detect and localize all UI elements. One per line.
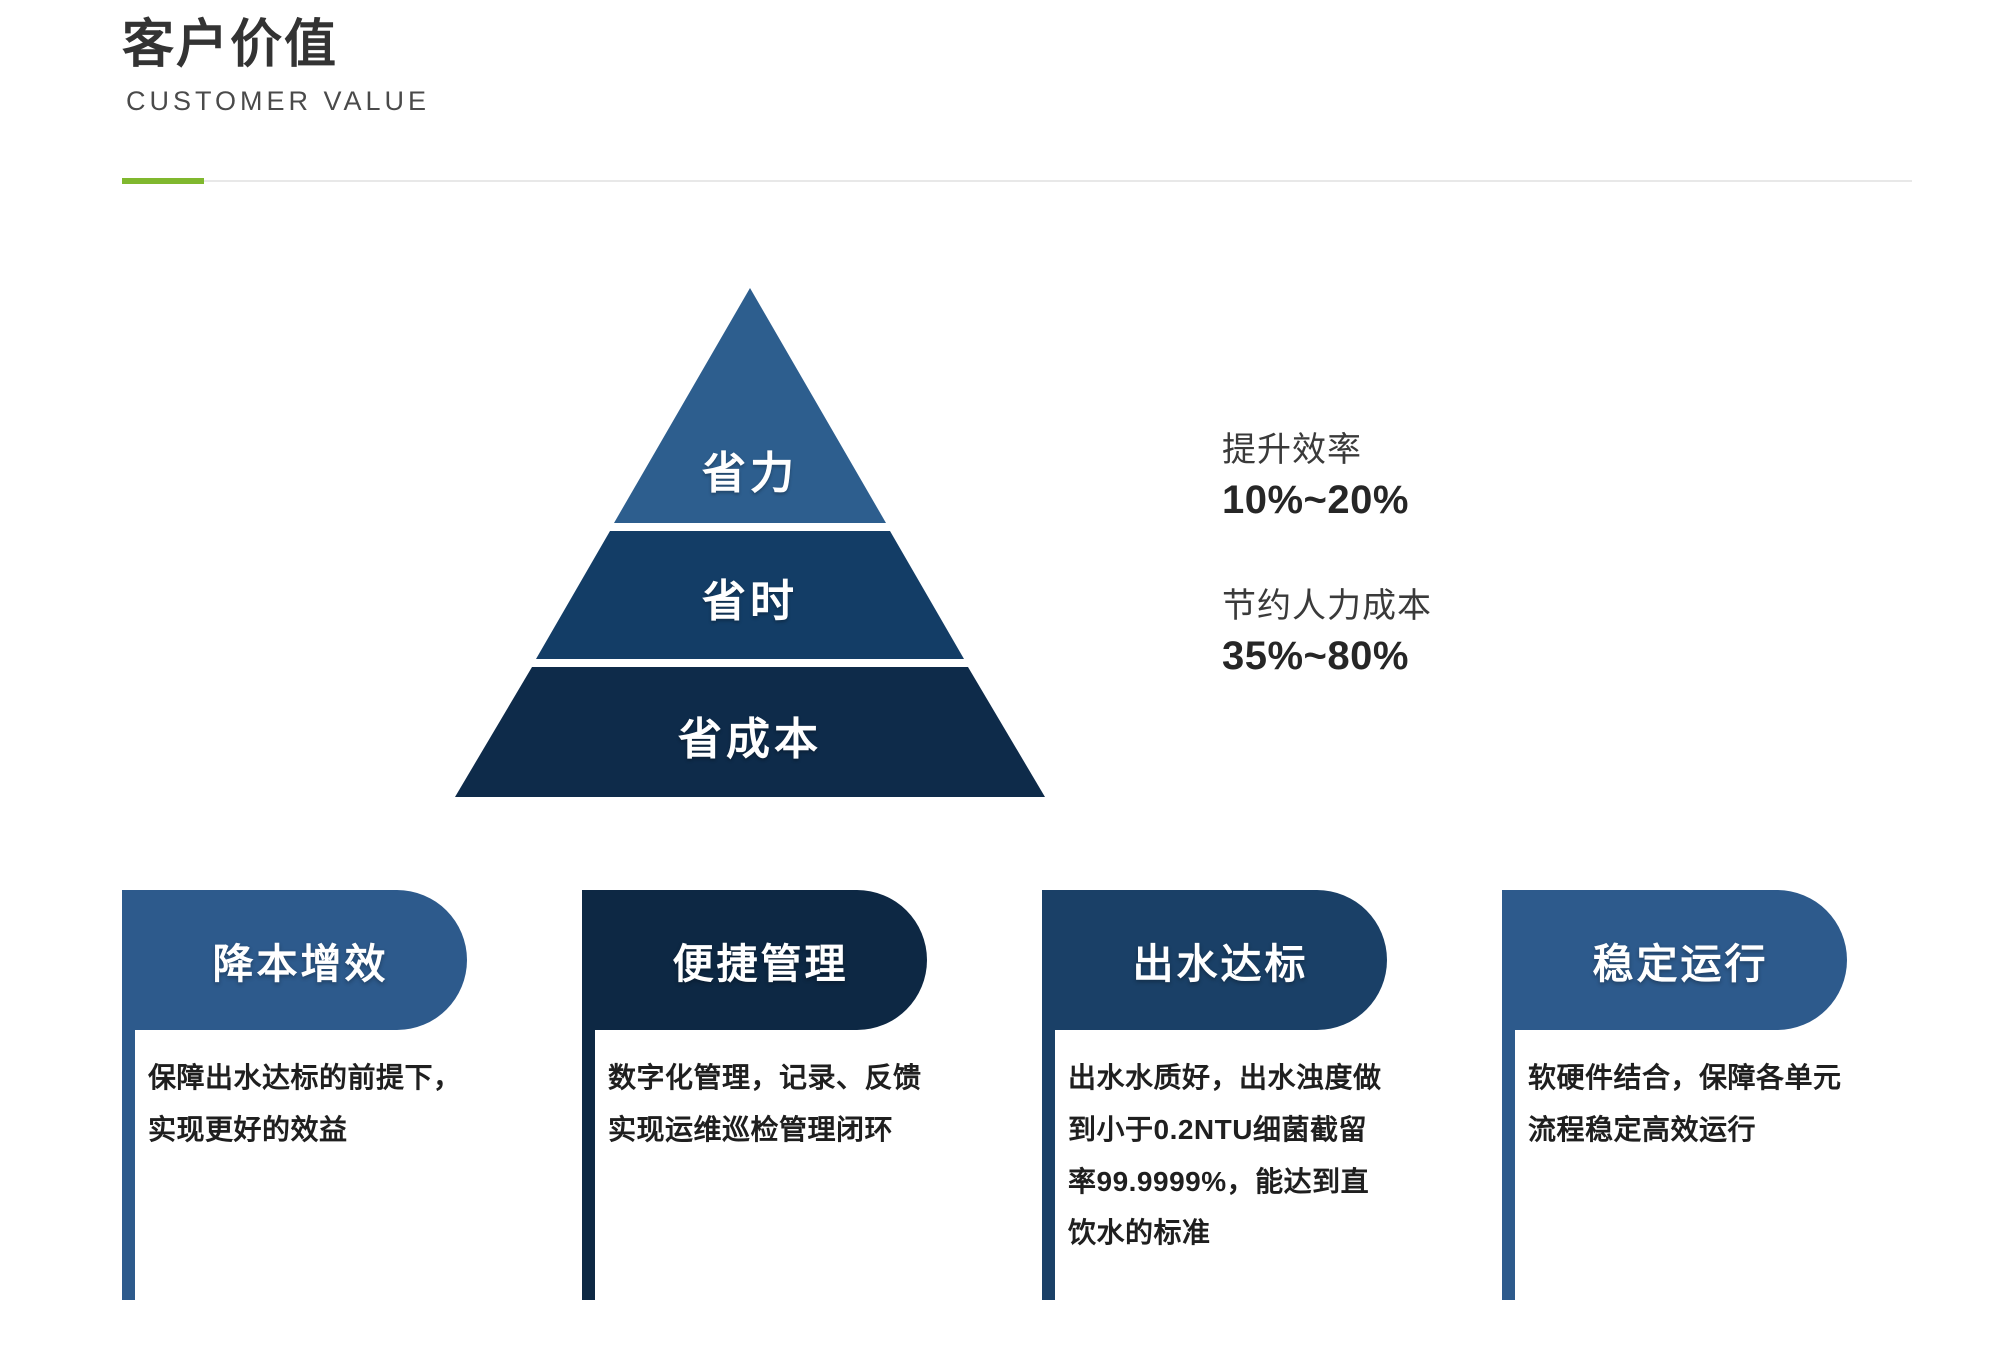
card-body-text: 软硬件结合，保障各单元流程稳定高效运行 [1528,1062,1842,1145]
page-title: 客户价值 [122,16,339,74]
card-title: 出水达标 [1132,941,1309,987]
stat-label: 提升效率 [1222,431,1362,469]
card-body-text: 保障出水达标的前提下，实现更好的效益 [148,1062,462,1145]
pyramid-tier-bottom-label: 省成本 [678,715,822,764]
card-header: 稳定运行 [1502,890,1847,1030]
pyramid-tier-top: 省力 [455,288,1045,523]
feature-card: 便捷管理 数字化管理，记录、反馈实现运维巡检管理闭环 [582,880,982,1350]
pyramid-tier-middle: 省时 [455,531,1045,659]
pyramid-tier-bottom: 省成本 [455,667,1045,797]
stat-value: 10%~20% [1222,477,1409,522]
stat-label: 节约人力成本 [1222,586,1432,625]
pyramid-top-shape [614,288,886,523]
card-body-text: 出水水质好，出水浊度做到小于0.2NTU细菌截留率99.9999%，能达到直饮水… [1068,1062,1382,1249]
stat-item: 提升效率 10%~20% [1222,428,1642,526]
page-subtitle: CUSTOMER VALUE [126,85,431,116]
pyramid-middle-shape [536,531,964,659]
value-pyramid: 省力 省时 省成本 [455,288,1045,798]
feature-card: 出水达标 出水水质好，出水浊度做到小于0.2NTU细菌截留率99.9999%，能… [1042,880,1442,1350]
feature-card: 降本增效 保障出水达标的前提下，实现更好的效益 [122,880,522,1350]
card-body-text: 数字化管理，记录、反馈实现运维巡检管理闭环 [608,1062,922,1145]
feature-card: 稳定运行 软硬件结合，保障各单元流程稳定高效运行 [1502,880,1902,1350]
pyramid-bottom-shape [455,667,1045,797]
card-title: 稳定运行 [1592,941,1769,987]
card-title: 降本增效 [212,941,389,987]
card-title: 便捷管理 [672,941,849,987]
divider-accent [122,178,204,184]
page-header: 客户价值 CUSTOMER VALUE [122,16,1922,117]
divider-line [122,180,1912,182]
card-header: 降本增效 [122,890,467,1030]
pyramid-tier-middle-label: 省时 [702,577,798,626]
header-divider [122,178,1912,184]
card-header: 便捷管理 [582,890,927,1030]
card-header: 出水达标 [1042,890,1387,1030]
feature-cards: 降本增效 保障出水达标的前提下，实现更好的效益 便捷管理 数字化管理，记录、反馈… [122,880,1922,1350]
stat-item: 节约人力成本 35%~80% [1222,584,1642,682]
stats-group: 提升效率 10%~20% 节约人力成本 35%~80% [1222,428,1642,740]
stat-value: 35%~80% [1222,633,1409,678]
pyramid-tier-top-label: 省力 [702,449,798,498]
